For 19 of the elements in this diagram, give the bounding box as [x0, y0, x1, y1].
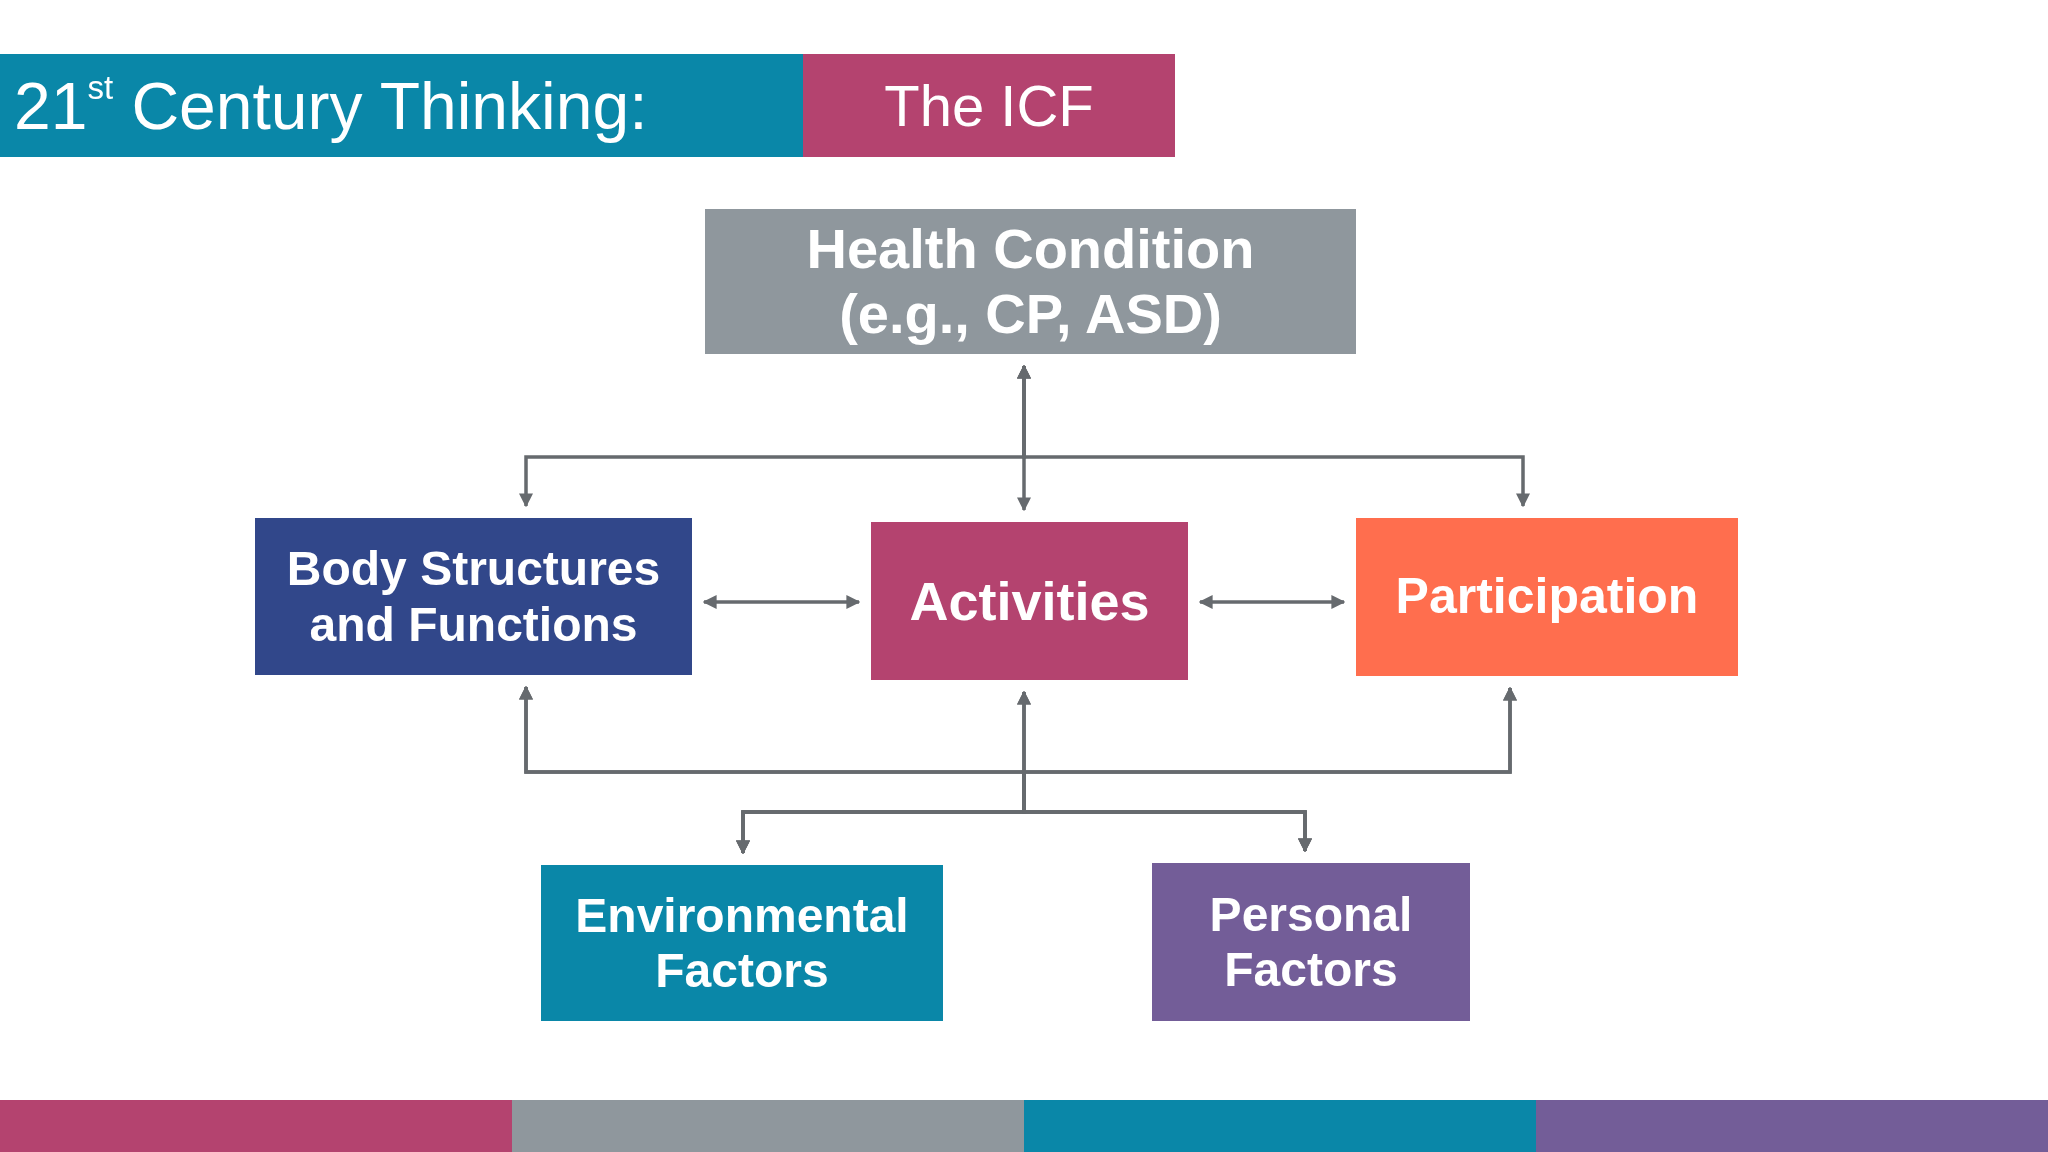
box-label: Personal Factors: [1208, 886, 1414, 998]
connector-arrow: [702, 595, 861, 609]
title-banner: 21$^{st}$ Century Thinking:: [0, 54, 803, 157]
box-label: Body Structures and Functions: [285, 541, 662, 652]
box-label: Activities: [909, 569, 1150, 633]
connector-arrow: [1022, 686, 1517, 853]
category-box: [871, 522, 1188, 680]
category-box: [255, 518, 692, 675]
box-label: (e.g., CP, ASD): [839, 281, 1222, 346]
category-box: [705, 209, 1356, 354]
connector-arrow: [1198, 595, 1346, 609]
subtitle-banner: The ICF: [803, 54, 1175, 157]
box-label: Health Condition: [806, 217, 1255, 282]
box-label: Environmental Factors: [574, 887, 910, 999]
box-label: Participation: [1395, 568, 1699, 626]
category-box: [1356, 518, 1738, 676]
category-box: [541, 865, 943, 1021]
category-box: [1152, 863, 1470, 1021]
connector-arrow: [1017, 364, 1530, 508]
